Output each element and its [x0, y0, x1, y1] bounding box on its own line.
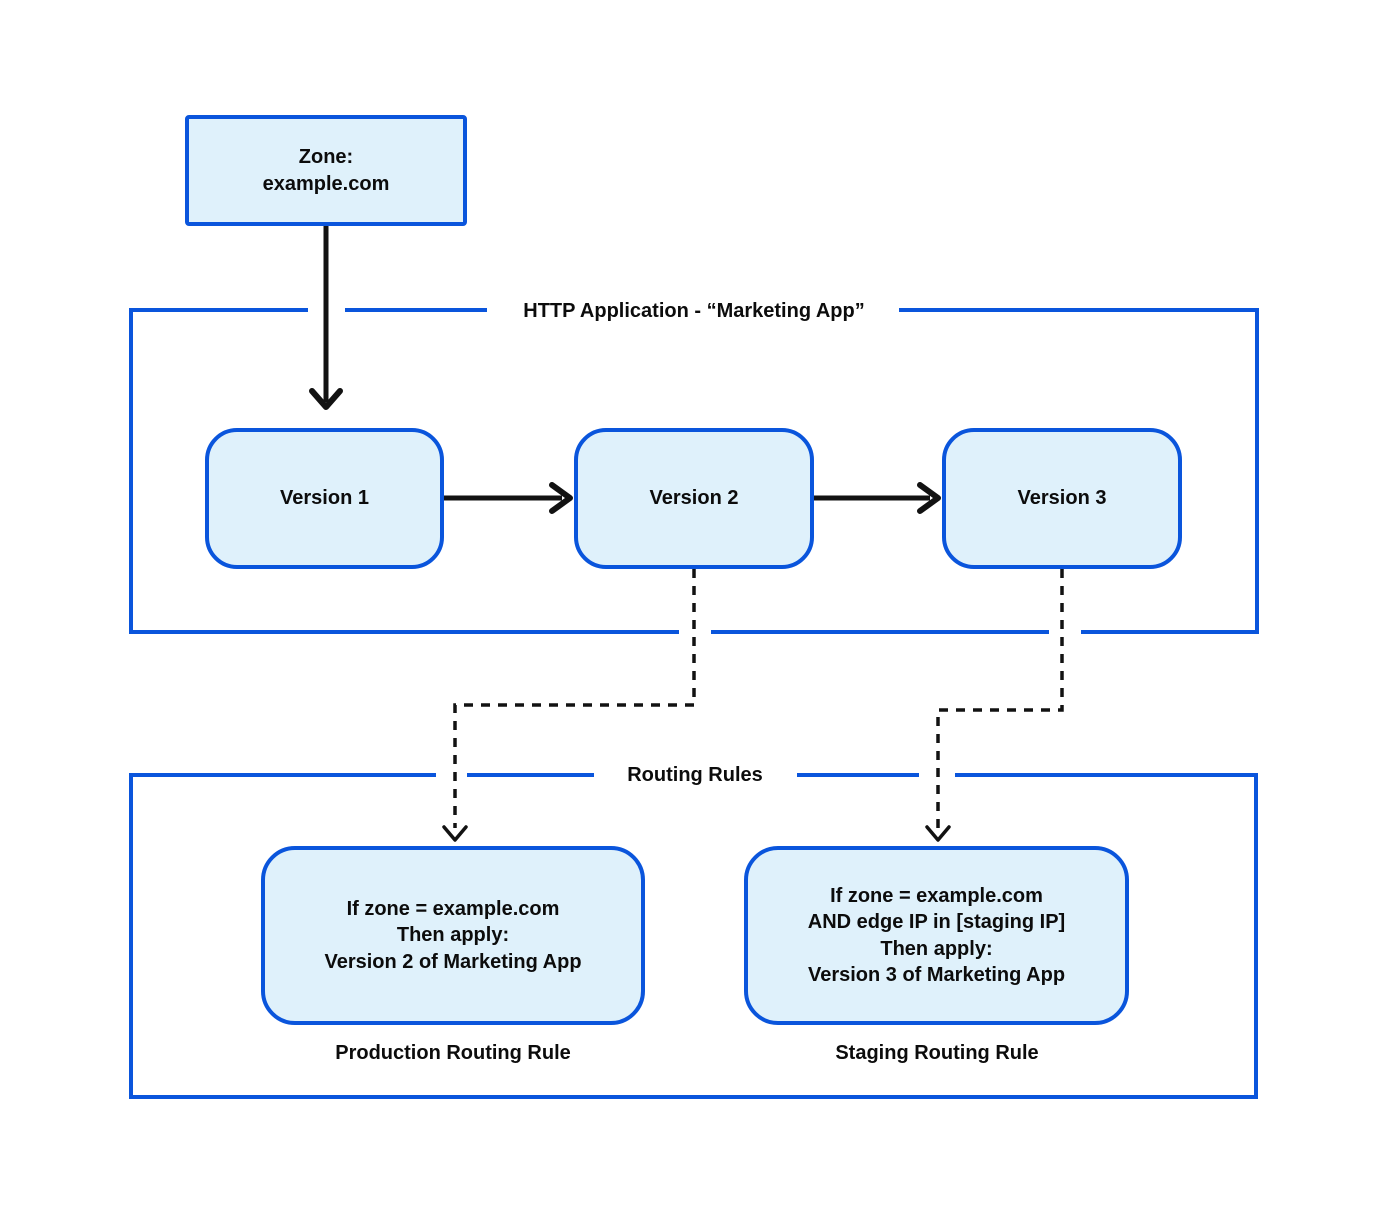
zone-box [185, 115, 467, 226]
staging-rule-line: Then apply: [880, 937, 993, 960]
routing-rules-title: Routing Rules [627, 764, 763, 786]
version2-to-production-rule-connector [453, 569, 696, 828]
version-3-box [942, 428, 1182, 569]
zone-to-app-arrow-head [309, 388, 343, 410]
staging-rule-text: If zone = example.com AND edge IP in [st… [746, 848, 1127, 1023]
production-rule-box [261, 846, 645, 1025]
staging-connector-arrow-head [925, 825, 951, 842]
border-gap-mask [679, 626, 711, 638]
staging-rule-line: Version 3 of Marketing App [807, 964, 1066, 986]
staging-rule-box [744, 846, 1129, 1025]
version-1-label: Version 1 [280, 487, 369, 510]
staging-rule-line: AND edge IP in [staging IP] [807, 911, 1066, 933]
version-1-box [205, 428, 444, 569]
production-rule-line: Then apply: [396, 924, 510, 947]
production-rule-line: Version 2 of Marketing App [324, 950, 582, 973]
v2-to-v3-arrow-head [917, 482, 941, 514]
v1-to-v2-arrow-head [549, 482, 573, 514]
version-2-label: Version 2 [649, 487, 739, 510]
zone-label-line2: example.com [262, 172, 390, 195]
version-3-label: Version 3 [1017, 487, 1107, 510]
border-gap-mask [436, 769, 467, 781]
zone-box-label: Zone: example.com [187, 117, 465, 224]
production-connector-arrow-head [442, 825, 468, 842]
staging-rule-line: If zone = example.com [830, 884, 1043, 907]
version-2-box [574, 428, 814, 569]
border-gap-mask [487, 304, 899, 316]
zone-label-line1: Zone: [298, 146, 354, 168]
staging-rule-caption: Staging Routing Rule [835, 1042, 1039, 1064]
version3-to-staging-rule-connector [936, 569, 1064, 828]
production-rule-line: If zone = example.com [346, 897, 560, 920]
production-rule-caption: Production Routing Rule [335, 1042, 571, 1064]
border-gap-mask [594, 769, 797, 781]
production-rule-text: If zone = example.com Then apply: Versio… [263, 848, 643, 1023]
http-application-title: HTTP Application - “Marketing App” [523, 300, 865, 322]
border-gap-mask [1049, 626, 1081, 638]
